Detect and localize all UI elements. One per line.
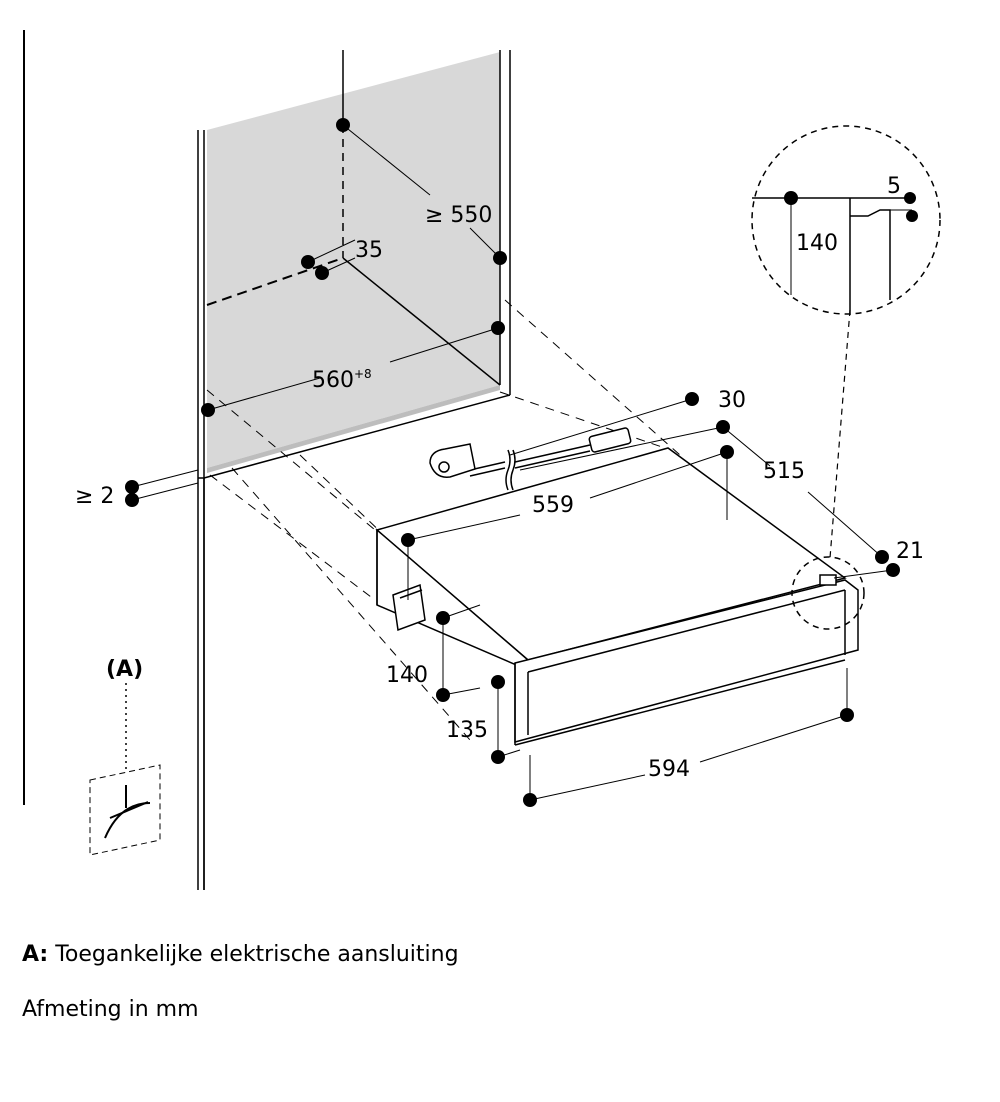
legend-connection: A: Toegankelijke elektrische aansluiting: [22, 941, 459, 969]
dimension-dots: [125, 118, 918, 807]
niche: [197, 50, 511, 890]
electrical-connection-icon: [89, 683, 161, 856]
label-appliance-depth: 515: [763, 459, 805, 484]
label-detail-height: 140: [796, 231, 838, 256]
label-niche-offset: 35: [355, 238, 383, 263]
label-niche-width: 560+8: [312, 367, 372, 393]
label-niche-depth: ≥ 550: [425, 203, 492, 228]
power-cable: [429, 427, 632, 491]
label-cable-depth: 30: [718, 388, 746, 413]
label-appliance-height: 140: [386, 663, 428, 688]
label-front-height: 135: [446, 718, 488, 743]
legend-key-a: A:: [22, 942, 49, 967]
label-front-offset: 21: [896, 539, 924, 564]
appliance: [375, 447, 859, 746]
niche-dimension-lines: [131, 124, 501, 501]
label-niche-width-tolerance: +8: [354, 367, 372, 381]
label-detail-top-offset: 5: [887, 174, 901, 199]
legend-units: Afmeting in mm: [22, 997, 199, 1022]
legend-text-a: Toegankelijke elektrische aansluiting: [55, 942, 459, 967]
detail-view: [751, 125, 941, 630]
label-gap: ≥ 2: [75, 484, 114, 509]
label-front-width: 594: [648, 757, 690, 782]
label-connection-marker: (A): [106, 657, 143, 682]
label-appliance-width: 559: [532, 493, 574, 518]
appliance-dimension-lines: [407, 398, 894, 801]
